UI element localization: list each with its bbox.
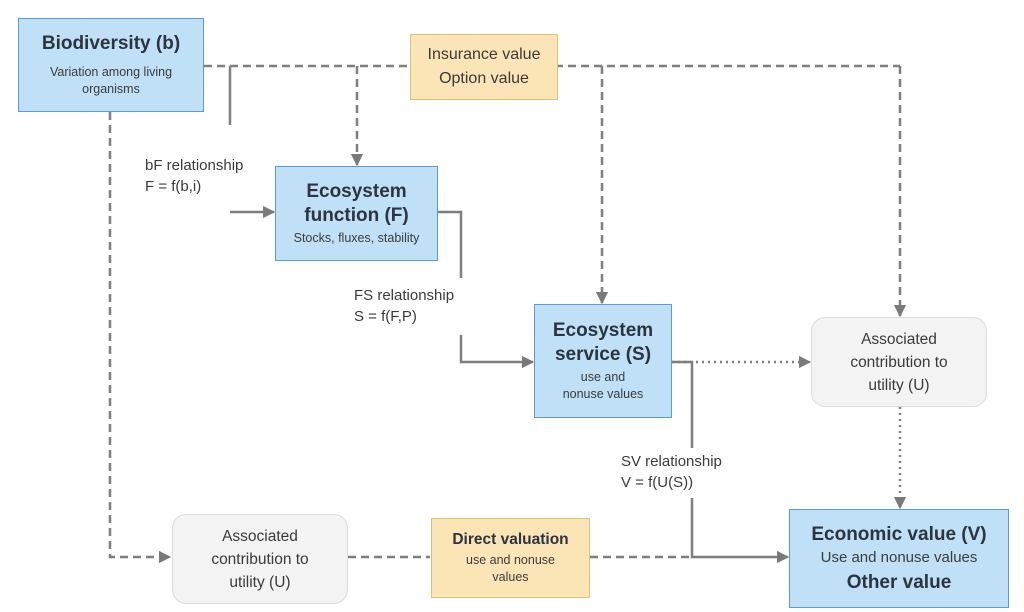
service-title-line2: service (S) (554, 343, 652, 365)
insurance-box: Insurance value Option value (410, 34, 558, 100)
economic-value-box: Economic value (V) Use and nonuse values… (789, 509, 1009, 608)
biodiversity-title: Biodiversity (b) (41, 33, 181, 55)
function-subtitle: Stocks, fluxes, stability (293, 231, 420, 246)
service-subtitle-line2: nonuse values (562, 387, 644, 402)
utility-right-line3: utility (U) (868, 376, 930, 394)
other-value-label: Other value (846, 571, 952, 593)
service-subtitle-line1: use and (580, 370, 626, 385)
direct-valuation-title: Direct valuation (452, 530, 569, 548)
fs-relationship-name: FS relationship (354, 287, 455, 304)
dashed-left-line (108, 112, 172, 564)
economic-value-subtitle: Use and nonuse values (820, 549, 978, 567)
bf-relationship-label: bF relationship F = f(b,i) (145, 155, 243, 197)
sv-relationship-name: SV relationship (621, 453, 722, 470)
direct-valuation-sub2: values (492, 570, 529, 585)
fs-relationship-label: FS relationship S = f(F,P) (354, 285, 454, 327)
utility-right-line2: contribution to (850, 353, 948, 371)
economic-value-title: Economic value (V) (811, 523, 987, 545)
solid-bf-line (228, 66, 274, 212)
utility-bottom-line3: utility (U) (229, 573, 291, 591)
utility-bottom-line1: Associated (222, 527, 298, 545)
utility-right-box: Associated contribution to utility (U) (811, 317, 987, 407)
service-title-line1: Ecosystem (552, 319, 654, 341)
biodiversity-box: Biodiversity (b) Variation among living … (18, 18, 204, 112)
fs-relationship-formula: S = f(F,P) (354, 308, 417, 325)
insurance-value-label: Insurance value (427, 46, 541, 63)
bf-relationship-name: bF relationship (145, 157, 244, 174)
sv-relationship-label: SV relationship V = f(U(S)) (621, 451, 722, 493)
solid-fs-line (438, 210, 533, 362)
bf-relationship-formula: F = f(b,i) (145, 178, 202, 195)
direct-valuation-box: Direct valuation use and nonuse values (431, 518, 590, 598)
utility-bottom-line2: contribution to (211, 550, 309, 568)
function-title-line2: function (F) (304, 204, 409, 226)
direct-valuation-sub1: use and nonuse (466, 553, 555, 568)
function-title-line1: Ecosystem (306, 180, 407, 202)
ecosystem-service-box: Ecosystem service (S) use and nonuse val… (534, 304, 672, 418)
sv-relationship-formula: V = f(U(S)) (621, 474, 694, 491)
biodiversity-subtitle: Variation among living organisms (49, 65, 173, 96)
utility-right-line1: Associated (861, 330, 937, 348)
option-value-label: Option value (439, 70, 529, 87)
ecosystem-function-box: Ecosystem function (F) Stocks, fluxes, s… (275, 166, 438, 261)
utility-bottom-box: Associated contribution to utility (U) (172, 514, 348, 604)
